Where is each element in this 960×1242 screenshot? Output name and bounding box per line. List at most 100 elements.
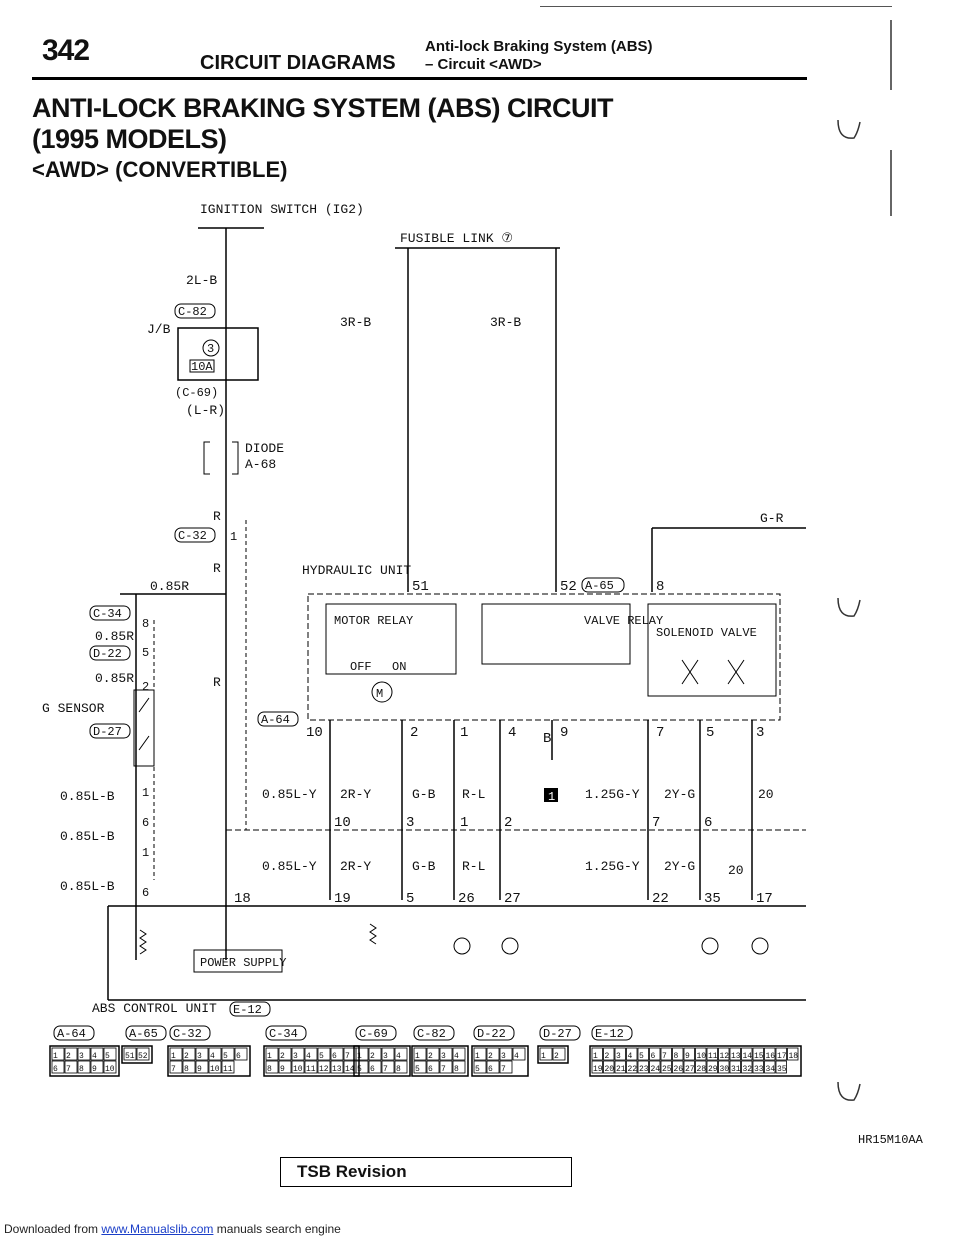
connector-pin-number: 34: [766, 1065, 776, 1074]
connector-pin-cell: [368, 1047, 382, 1061]
connector-pin-number: 22: [628, 1065, 638, 1074]
connector-pin-number: 1: [53, 1052, 58, 1061]
connector-pin-cell: [637, 1047, 649, 1061]
connector-pin-number: 8: [674, 1052, 679, 1061]
connector-pin-cell: [195, 1060, 209, 1074]
connector-pin-number: 7: [171, 1065, 176, 1074]
connector-pin-number: 11: [708, 1052, 718, 1061]
svg-text:6: 6: [142, 816, 149, 830]
connector-pin-number: 6: [370, 1065, 375, 1074]
svg-text:51: 51: [412, 579, 429, 595]
svg-text:26: 26: [458, 891, 475, 907]
connector-pin-number: 1: [593, 1052, 598, 1061]
connector-pin-cell: [706, 1047, 718, 1061]
strip-label: D-22: [477, 1027, 506, 1041]
connector-pin-number: 4: [396, 1052, 401, 1061]
conn-a65-label: A-65: [585, 579, 614, 593]
svg-text:18: 18: [234, 891, 251, 907]
connector-pin-cell: [439, 1060, 453, 1074]
connector-pin-number: 5: [319, 1052, 324, 1061]
connector-pin-cell: [368, 1060, 382, 1074]
header-rule: [32, 77, 807, 80]
svg-text:5: 5: [406, 891, 414, 907]
tsb-revision-label: TSB Revision: [297, 1162, 407, 1181]
page-title: ANTI-LOCK BRAKING SYSTEM (ABS) CIRCUIT (…: [32, 93, 613, 155]
connector-pin-number: 3: [293, 1052, 298, 1061]
fuse-amp: 10A: [191, 360, 213, 374]
manualslib-link[interactable]: www.Manualslib.com: [101, 1222, 214, 1236]
wire-085l-b-1: 0.85L-B: [60, 789, 115, 804]
svg-text:3: 3: [406, 815, 414, 831]
connector-pin-cell: [672, 1047, 684, 1061]
connector-pin-cell: [660, 1060, 672, 1074]
connector-pin-cell: [512, 1047, 526, 1061]
motor-relay-box: [325, 603, 457, 675]
ignition-switch-label: IGNITION SWITCH (IG2): [200, 202, 364, 217]
svg-text:1: 1: [548, 790, 555, 804]
connector-pin-cell: [439, 1047, 453, 1061]
connector-pin-cell: [330, 1060, 344, 1074]
svg-text:1: 1: [230, 530, 237, 544]
motor-label: M: [376, 687, 383, 701]
conn-c69-label: (C-69): [175, 386, 218, 400]
connector-pin-number: 1: [171, 1052, 176, 1061]
connector-pin-cell: [775, 1060, 787, 1074]
svg-text:G-B: G-B: [412, 787, 436, 802]
connector-pin-cell: [672, 1060, 684, 1074]
conn-c34-label: C-34: [93, 607, 122, 621]
svg-text:2Y-G: 2Y-G: [664, 859, 695, 874]
connector-pin-number: 2: [428, 1052, 433, 1061]
fuse-number: 3: [207, 342, 214, 356]
connector-pin-number: 11: [223, 1065, 233, 1074]
strip-label: C-69: [359, 1027, 388, 1041]
connector-pin-number: 2: [370, 1052, 375, 1061]
connector-pin-cell: [355, 1047, 369, 1061]
svg-text:1: 1: [142, 846, 149, 860]
connector-pin-cell: [718, 1047, 730, 1061]
wire-085r-2: 0.85R: [95, 629, 134, 644]
connector-pin-cell: [103, 1060, 117, 1074]
strip-label-box: [473, 1025, 515, 1041]
connector-pin-cell: [729, 1060, 741, 1074]
strip-label: A-65: [129, 1027, 158, 1041]
svg-text:10: 10: [306, 725, 323, 741]
connector-pin-cell: [695, 1047, 707, 1061]
strip-label: C-34: [269, 1027, 298, 1041]
footer: Downloaded from www.Manualslib.com manua…: [4, 1222, 341, 1236]
svg-text:2R-Y: 2R-Y: [340, 787, 371, 802]
connector-pin-cell: [77, 1060, 91, 1074]
connector-pin-cell: [539, 1047, 553, 1061]
wire-r-2: R: [213, 561, 221, 576]
harness-wires: [329, 720, 753, 900]
power-supply-box: [193, 949, 283, 973]
connector-pin-number: 1: [357, 1052, 362, 1061]
connector-pin-cell: [486, 1060, 500, 1074]
connector-pin-number: 5: [357, 1065, 362, 1074]
connector-pin-cell: [221, 1060, 235, 1074]
connector-pin-number: 51: [125, 1052, 135, 1061]
transistor-icons: [453, 937, 769, 955]
connector-pin-cell: [317, 1060, 331, 1074]
conn-d27-label: D-27: [93, 725, 122, 739]
connector-pin-number: 33: [754, 1065, 764, 1074]
svg-text:B: B: [543, 731, 551, 747]
connector-pin-number: 19: [593, 1065, 603, 1074]
strip-label-box: [591, 1025, 633, 1041]
connector-pin-cell: [208, 1060, 222, 1074]
connector-pin-cell: [603, 1060, 615, 1074]
connector-pin-cell: [195, 1047, 209, 1061]
connector-face: [589, 1045, 802, 1077]
connector-pin-number: 2: [488, 1052, 493, 1061]
connector-pin-cell: [473, 1060, 487, 1074]
svg-text:2R-Y: 2R-Y: [340, 859, 371, 874]
page-number: 342: [42, 34, 90, 67]
svg-text:2: 2: [410, 725, 418, 741]
connector-pin-number: 9: [92, 1065, 97, 1074]
connector-pin-number: 4: [454, 1052, 459, 1061]
wire-085r-1: 0.85R: [150, 579, 189, 594]
strip-label: C-82: [417, 1027, 446, 1041]
svg-text:OFF: OFF: [350, 660, 372, 674]
jb-label: J/B: [147, 322, 171, 337]
svg-text:7: 7: [652, 815, 660, 831]
